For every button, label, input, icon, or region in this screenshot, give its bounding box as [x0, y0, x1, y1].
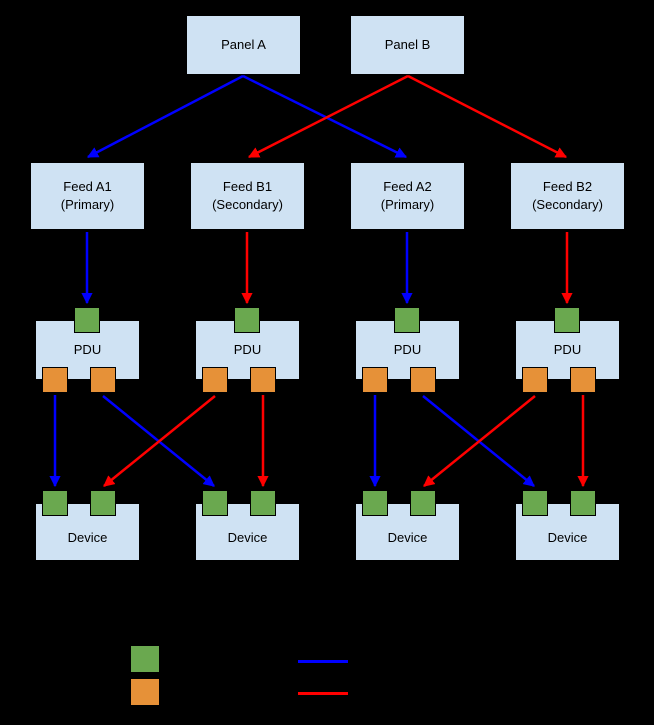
pdu4-input-port	[554, 307, 580, 333]
edge-panel-b-to-feed-b1	[247, 74, 409, 159]
edge-pdu4a-to-device3b	[423, 395, 536, 487]
device1-input-port-a	[42, 490, 68, 516]
pdu-2-label: PDU	[233, 342, 262, 358]
feed-a2-name: Feed A2	[383, 179, 432, 195]
node-feed-b1: Feed B1 (Secondary)	[190, 162, 305, 230]
device4-input-port-a	[522, 490, 548, 516]
pdu-4-label: PDU	[553, 342, 582, 358]
device-2-label: Device	[227, 530, 268, 546]
node-device-2: Device	[195, 503, 300, 561]
edge-panel-b-to-feed-b2	[407, 74, 568, 159]
node-feed-a2: Feed A2 (Primary)	[350, 162, 465, 230]
feed-b2-role: (Secondary)	[532, 197, 603, 212]
panel-a-label: Panel A	[221, 37, 266, 53]
device-1-label: Device	[67, 530, 108, 546]
legend-green-port-swatch	[130, 645, 160, 673]
legend-orange-port-swatch	[130, 678, 160, 706]
feed-a1-name: Feed A1	[63, 179, 112, 195]
pdu3-output-port-b	[410, 367, 436, 393]
pdu2-output-port-a	[202, 367, 228, 393]
device2-input-port-b	[250, 490, 276, 516]
feed-b1-name: Feed B1	[222, 179, 273, 195]
pdu1-input-port	[74, 307, 100, 333]
device3-input-port-b	[410, 490, 436, 516]
pdu2-output-port-b	[250, 367, 276, 393]
pdu1-output-port-a	[42, 367, 68, 393]
node-panel-b: Panel B	[350, 15, 465, 75]
device4-input-port-b	[570, 490, 596, 516]
feed-b2-name: Feed B2	[542, 179, 593, 195]
device-4-label: Device	[547, 530, 588, 546]
device1-input-port-b	[90, 490, 116, 516]
feed-a2-role: (Primary)	[380, 197, 435, 212]
legend-red-line-swatch	[298, 692, 348, 695]
node-panel-a: Panel A	[186, 15, 301, 75]
pdu3-input-port	[394, 307, 420, 333]
pdu4-output-port-a	[522, 367, 548, 393]
edge-panel-a-to-feed-a2	[242, 74, 408, 159]
pdu4-output-port-b	[570, 367, 596, 393]
pdu-3-label: PDU	[393, 342, 422, 358]
pdu1-output-port-b	[90, 367, 116, 393]
panel-b-label: Panel B	[384, 37, 431, 53]
device3-input-port-a	[362, 490, 388, 516]
device-3-label: Device	[387, 530, 428, 546]
node-feed-b2: Feed B2 (Secondary)	[510, 162, 625, 230]
device2-input-port-a	[202, 490, 228, 516]
edge-panel-a-to-feed-a1	[87, 74, 244, 159]
pdu3-output-port-a	[362, 367, 388, 393]
edge-pdu2a-to-device1b	[103, 395, 216, 487]
pdu-1-label: PDU	[73, 342, 102, 358]
feed-b1-role: (Secondary)	[212, 197, 283, 212]
node-feed-a1: Feed A1 (Primary)	[30, 162, 145, 230]
legend-blue-line-swatch	[298, 660, 348, 663]
feed-a1-role: (Primary)	[60, 197, 115, 212]
pdu2-input-port	[234, 307, 260, 333]
